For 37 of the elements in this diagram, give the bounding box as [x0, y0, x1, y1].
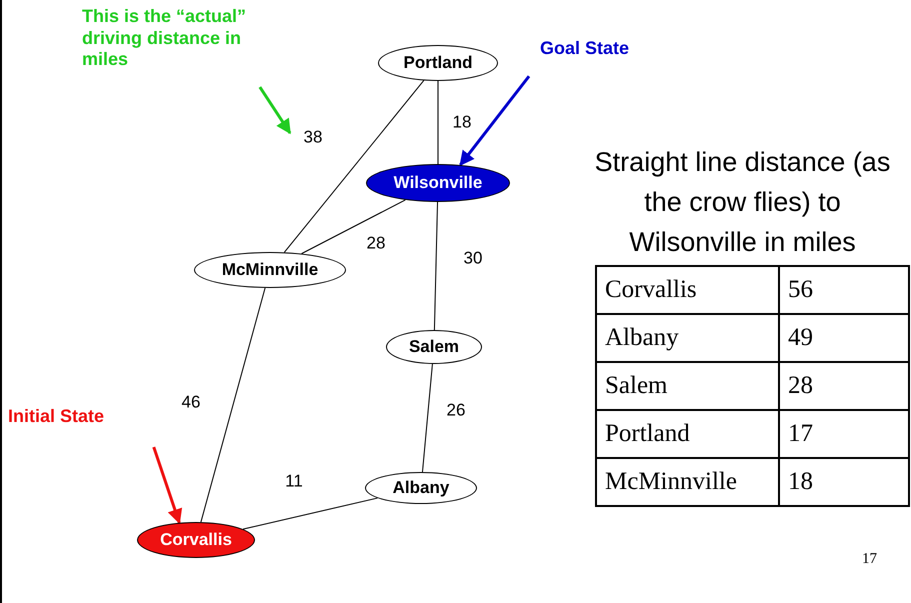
annotation-text: Initial State: [8, 406, 148, 428]
table-heading: Straight line distance (as the crow flies) to Wilsonville in miles: [594, 146, 892, 259]
table-cell: 17: [779, 410, 909, 458]
road-line: [434, 202, 438, 330]
arrow: [459, 75, 530, 166]
distance-label: 30: [464, 247, 482, 270]
page-number: 17: [862, 550, 877, 569]
table-cell: Salem: [596, 362, 779, 410]
table-cell: Portland: [596, 410, 779, 458]
table-cell: 56: [779, 266, 909, 314]
table-cell: 18: [779, 458, 909, 506]
city-ellipse: Salem: [386, 330, 482, 364]
road-line: [301, 199, 406, 254]
road-line: [200, 287, 266, 523]
road-line: [284, 80, 424, 253]
city-ellipse: Corvallis: [137, 522, 255, 558]
distance-label: 28: [366, 232, 386, 254]
road-line: [422, 364, 433, 472]
city-ellipse: Portland: [378, 45, 498, 81]
city-ellipse: Wilsonville: [366, 164, 510, 202]
arrow: [152, 446, 182, 524]
table-cell: 28: [779, 362, 909, 410]
annotation-text: Goal State: [540, 38, 665, 60]
distance-label: 18: [452, 111, 472, 134]
road-line: [242, 498, 378, 530]
table-cell: Albany: [596, 314, 779, 362]
table-cell: 49: [779, 314, 909, 362]
city-ellipse: Albany: [365, 472, 477, 504]
table-cell: Corvallis: [596, 266, 779, 314]
arrow: [258, 86, 292, 134]
distance-label: 11: [285, 470, 303, 492]
distance-label: 26: [446, 399, 466, 422]
distance-label: 38: [304, 126, 322, 148]
table-cell: McMinnville: [596, 458, 779, 506]
annotation-text: This is the “actual” driving distance in miles: [82, 6, 250, 71]
distance-label: 46: [182, 391, 200, 414]
city-ellipse: McMinnville: [194, 252, 346, 288]
